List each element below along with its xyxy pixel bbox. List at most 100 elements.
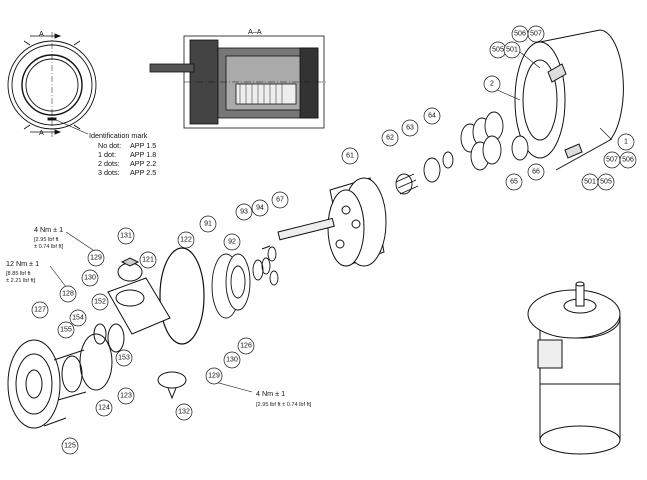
callout-label: 501 [584, 179, 596, 186]
torque-0-line-1: ± 0.74 lbf ft] [34, 244, 64, 250]
part-callout: 61 [341, 147, 359, 165]
callout-label: 125 [64, 443, 76, 450]
callout-label: 92 [228, 239, 236, 246]
callout-label: 126 [240, 343, 252, 350]
callout-label: 507 [530, 31, 542, 38]
id-row-3-model: APP 2.5 [130, 168, 156, 177]
torque-note-1: 12 Nm ± 1 [8.85 lbf ft ± 2.21 lbf ft] [6, 259, 39, 284]
identification-title: Identification mark [89, 131, 148, 140]
part-callout: 126 [237, 337, 255, 355]
callout-label: 128 [62, 291, 74, 298]
bearing-drawing [159, 246, 279, 345]
callout-label: 1 [624, 139, 628, 146]
assembled-unit-drawing [527, 281, 621, 455]
torque-1-line-0: [8.85 lbf ft [6, 271, 31, 277]
callout-label: 501 [506, 47, 518, 54]
id-row-1-dots: 1 dot: [98, 150, 116, 159]
torque-note-0: 4 Nm ± 1 [2.95 lbf ft ± 0.74 lbf ft] [34, 225, 64, 250]
id-row-0-model: APP 1.5 [130, 141, 156, 150]
callout-label: 152 [94, 299, 106, 306]
callout-label: 62 [386, 135, 394, 142]
part-callout: 130 [223, 351, 241, 369]
id-row-2-dots: 2 dots: [98, 159, 120, 168]
housing-drawing [514, 29, 624, 171]
part-callout: 127 [31, 301, 49, 319]
part-callout: 155 [57, 321, 75, 339]
section-label: A–A [248, 27, 262, 36]
part-callout: 129 [205, 367, 223, 385]
callout-label: 94 [256, 205, 264, 212]
callout-label: 506 [622, 157, 634, 164]
callout-label: 124 [98, 405, 110, 412]
torque-2-line-0: [2.95 lbf ft ± 0.74 lbf ft] [256, 402, 312, 408]
torque-note-2: 4 Nm ± 1 [2.95 lbf ft ± 0.74 lbf ft] [256, 389, 312, 408]
part-callout: 94 [251, 199, 269, 217]
part-callout: 507 [603, 151, 621, 169]
callout-label: 130 [84, 275, 96, 282]
part-callout: 65 [505, 173, 523, 191]
callout-label: 61 [346, 153, 354, 160]
callout-label: 2 [490, 81, 494, 88]
id-row-2-model: APP 2.2 [130, 159, 156, 168]
torque-0-value: 4 Nm ± 1 [34, 225, 63, 234]
part-callout: 93 [235, 203, 253, 221]
identification-legend: Identification mark No dot: APP 1.5 1 do… [89, 131, 156, 177]
mounting-flange-drawing [7, 333, 113, 429]
part-callout: 92 [223, 233, 241, 251]
section-mark-bottom: A [39, 128, 44, 137]
part-callouts: 1 2 505 501 506 507 507 506 501 505 61 6… [31, 25, 637, 455]
part-callout: 153 [115, 349, 133, 367]
part-callout: 123 [117, 387, 135, 405]
torque-1-line-1: ± 2.21 lbf ft] [6, 278, 36, 284]
callout-label: 129 [90, 255, 102, 262]
part-callout: 63 [401, 119, 419, 137]
part-callout: 132 [175, 403, 193, 421]
part-callout: 506 [619, 151, 637, 169]
torque-2-value: 4 Nm ± 1 [256, 389, 285, 398]
part-callout: 2 [483, 75, 501, 93]
callout-label: 123 [120, 393, 132, 400]
callout-label: 507 [606, 157, 618, 164]
callout-label: 131 [120, 233, 132, 240]
valve-block-drawing [395, 111, 529, 195]
id-row-0-dots: No dot: [98, 141, 121, 150]
part-callout: 505 [489, 41, 507, 59]
callout-label: 93 [240, 209, 248, 216]
part-callout: 154 [69, 309, 87, 327]
part-callout: 506 [511, 25, 529, 43]
part-callout: 129 [87, 249, 105, 267]
callout-label: 155 [60, 327, 72, 334]
torque-1-value: 12 Nm ± 1 [6, 259, 39, 268]
callout-label: 153 [118, 355, 130, 362]
end-view-drawing [7, 32, 97, 138]
part-callout: 121 [139, 251, 157, 269]
callout-label: 65 [510, 179, 518, 186]
callout-label: 505 [600, 179, 612, 186]
callout-label: 121 [142, 257, 154, 264]
part-callout: 507 [527, 25, 545, 43]
callout-label: 132 [178, 409, 190, 416]
part-callout: 66 [527, 163, 545, 181]
part-callout: 501 [503, 41, 521, 59]
part-callout: 64 [423, 107, 441, 125]
callout-label: 129 [208, 373, 220, 380]
part-callout: 1 [617, 133, 635, 151]
part-callout: 501 [581, 173, 599, 191]
part-callout: 131 [117, 227, 135, 245]
callout-label: 130 [226, 357, 238, 364]
torque-0-line-0: [2.95 lbf ft [34, 237, 59, 243]
cylinder-barrel-drawing [261, 177, 387, 267]
part-callout: 124 [95, 399, 113, 417]
part-callout: 152 [91, 293, 109, 311]
part-callout: 122 [177, 231, 195, 249]
part-callout: 505 [597, 173, 615, 191]
part-callout: 128 [59, 285, 77, 303]
callout-label: 91 [204, 221, 212, 228]
callout-label: 66 [532, 169, 540, 176]
callout-label: 122 [180, 237, 192, 244]
callout-label: 127 [34, 307, 46, 314]
callout-label: 154 [72, 315, 84, 322]
part-callout: 125 [61, 437, 79, 455]
callout-label: 63 [406, 125, 414, 132]
